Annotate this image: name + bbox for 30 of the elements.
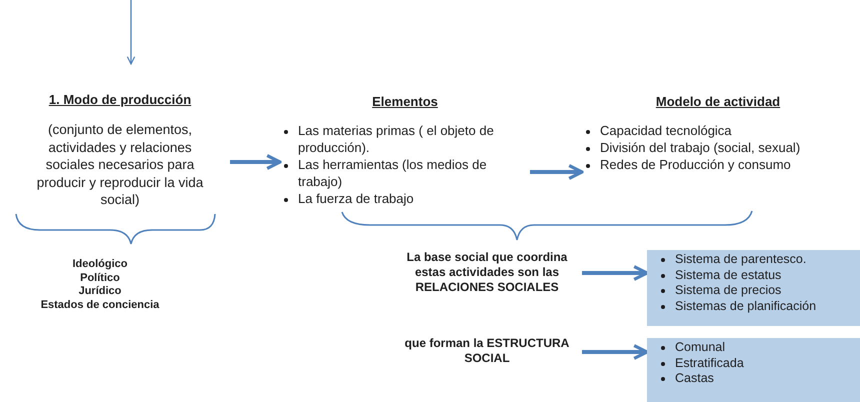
arrow (126, 0, 136, 65)
bullet-item: Capacidad tecnológica (600, 123, 732, 138)
aspect-label: Político (79, 272, 121, 284)
description-text: (conjunto de elementos, actividades y relaciones sociales necesarios para producir y reproducir la vida social) (36, 121, 204, 209)
aspect-label: Jurídico (78, 285, 122, 297)
aspect-label: Ideológico (72, 258, 128, 270)
bullet-item: Las herramientas (los medios de trabajo) (298, 156, 487, 189)
bullet-item: La fuerza de trabajo (298, 190, 414, 206)
section-heading: Modelo de actividad (654, 94, 782, 109)
bullet-item: Comunal (675, 340, 726, 354)
bullet-item: Estratificada (675, 356, 744, 370)
bullet-item: Sistema de estatus (675, 268, 782, 282)
note-text: La base social que coordina estas actividades son las RELACIONES SOCIALES (406, 250, 568, 295)
list-panel (647, 250, 860, 326)
note-text: que forman la ESTRUCTURA SOCIAL (404, 336, 570, 366)
list-panel (647, 338, 860, 402)
bullet-item: Las materias primas ( el objeto de producción). (298, 123, 494, 155)
bullet-item: Sistemas de planificación (675, 298, 816, 313)
aspect-label: Estados de conciencia (40, 298, 160, 310)
bullet-item: División del trabajo (social, sexual) (600, 140, 800, 155)
bullet-item: Sistema de precios (675, 283, 782, 298)
arrow (582, 344, 649, 360)
bullet-item: Sistema de parentesco. (675, 252, 806, 266)
arrow (230, 154, 282, 170)
section-heading: Elementos (371, 94, 439, 109)
arrow (582, 265, 649, 281)
bullet-item: Castas (675, 371, 714, 386)
arrow (530, 164, 584, 180)
section-heading: 1. Modo de producción (48, 92, 192, 107)
bullet-item: Redes de Producción y consumo (600, 156, 791, 172)
